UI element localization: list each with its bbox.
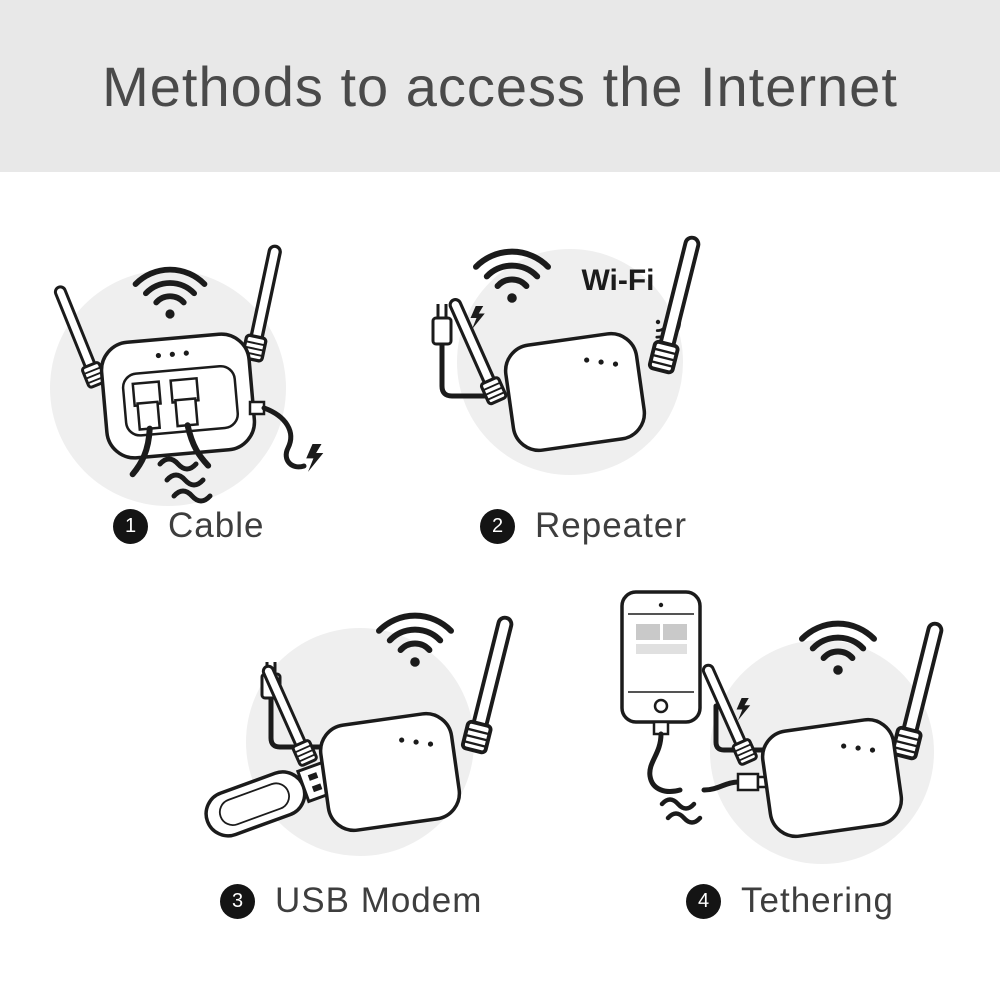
wifi-label: Wi-Fi xyxy=(581,264,654,297)
phone-home-button xyxy=(653,698,669,714)
method-number-badge: 1 xyxy=(113,508,148,544)
power-cord xyxy=(439,339,505,399)
page-title: Methods to access the Internet xyxy=(102,54,898,118)
power-cord xyxy=(268,693,323,750)
cable-motion-squiggles xyxy=(157,456,213,504)
caption-repeater: 2 Repeater xyxy=(480,506,687,546)
method-number-badge: 4 xyxy=(686,883,721,919)
method-number-badge: 3 xyxy=(220,883,255,919)
antenna-right xyxy=(460,613,520,756)
phone-screen-tile xyxy=(636,644,687,654)
usb-power-cable xyxy=(261,405,307,470)
ethernet-cable xyxy=(184,422,212,469)
smartphone xyxy=(620,590,702,724)
method-label: Cable xyxy=(168,506,265,545)
method-label: USB Modem xyxy=(275,881,483,920)
power-plug xyxy=(431,316,453,346)
method-label: Tethering xyxy=(741,881,894,920)
usb-plug xyxy=(736,772,760,792)
tether-cable xyxy=(647,731,683,794)
router-device xyxy=(99,332,257,478)
repeater-illustration: Wi-Fi xyxy=(431,233,707,475)
phone-screen-tile xyxy=(663,624,687,640)
tether-cable xyxy=(701,779,741,793)
plug-prongs xyxy=(436,304,448,318)
cable-illustration xyxy=(48,242,324,506)
caption-usb-modem: 3 USB Modem xyxy=(220,881,482,921)
lightning-bolt-icon xyxy=(306,444,324,472)
router-device xyxy=(757,714,907,842)
phone-screen-tile xyxy=(636,624,660,640)
caption-cable: 1 Cable xyxy=(113,506,264,546)
header-banner: Methods to access the Internet xyxy=(0,0,1000,172)
ethernet-plug xyxy=(136,400,162,431)
ethernet-plug xyxy=(174,397,199,428)
method-number-badge: 2 xyxy=(480,508,515,544)
method-label: Repeater xyxy=(535,506,687,545)
tethering-illustration xyxy=(620,590,950,864)
usb-modem-illustration xyxy=(204,582,520,856)
router-device xyxy=(500,328,650,456)
router-device xyxy=(315,708,465,836)
caption-tethering: 4 Tethering xyxy=(686,881,894,921)
cable-motion-squiggles xyxy=(659,797,703,825)
power-cord xyxy=(713,703,773,753)
ethernet-cable xyxy=(129,425,153,478)
